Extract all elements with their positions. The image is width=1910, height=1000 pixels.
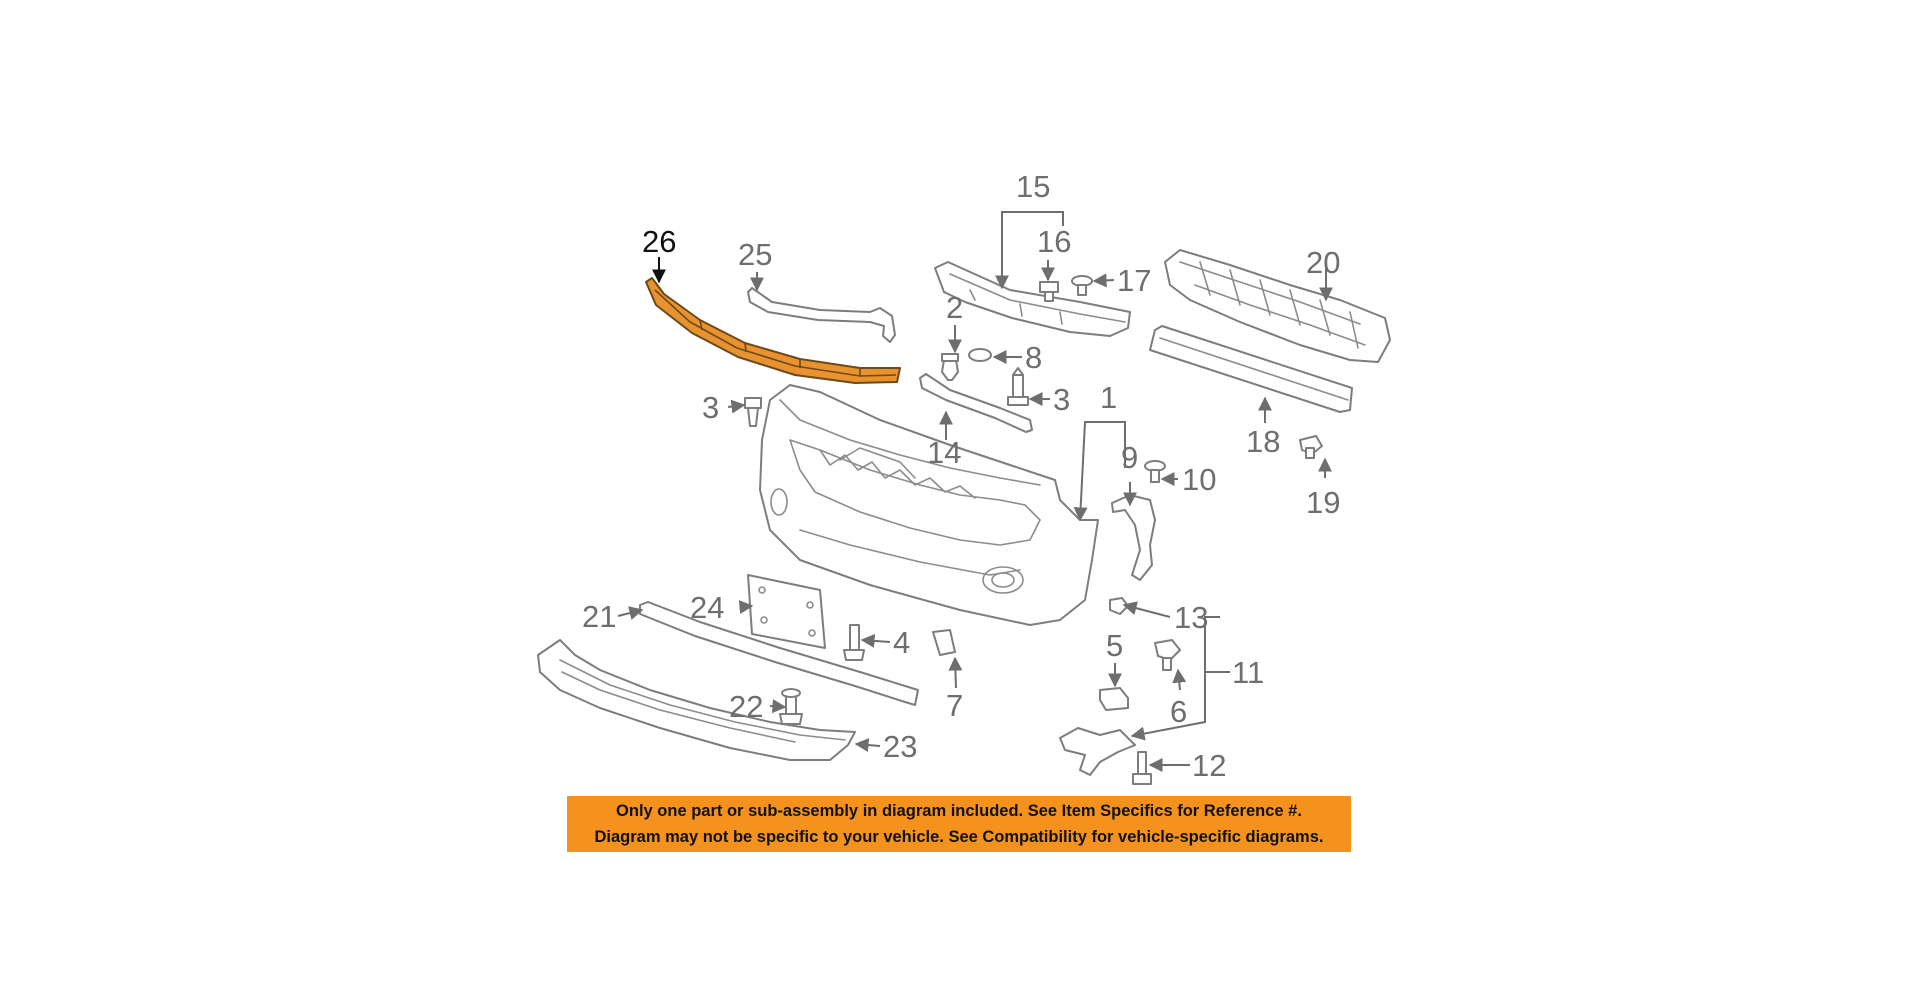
callout-1: 1 (1100, 380, 1117, 415)
fastener-4-bolt (843, 624, 865, 661)
callout-12: 12 (1192, 748, 1226, 783)
part-1-bumper-cover (759, 384, 1099, 626)
disclaimer-line-2: Diagram may not be specific to your vehi… (594, 828, 1324, 846)
part-26-lower-trim-strip[interactable] (645, 277, 901, 384)
callout-19: 19 (1306, 485, 1340, 520)
part-18-impact-bar (1149, 325, 1353, 413)
fastener-17-pushpin (1071, 275, 1093, 296)
fastener-8-clip (968, 348, 992, 362)
callout-5: 5 (1106, 628, 1123, 663)
callout-3-right: 3 (1053, 382, 1070, 417)
callout-17: 17 (1117, 263, 1151, 298)
fastener-3-pushpin-right (1007, 367, 1029, 406)
leader-lines (617, 211, 1333, 772)
callout-13: 13 (1174, 600, 1208, 635)
callout-11: 11 (1232, 655, 1264, 690)
callout-8: 8 (1025, 340, 1042, 375)
callout-15: 15 (1016, 169, 1050, 204)
callout-2: 2 (946, 290, 963, 325)
part-21-lower-strip (639, 601, 919, 706)
callout-3-left: 3 (702, 390, 719, 425)
disclaimer-banner: Only one part or sub-assembly in diagram… (567, 796, 1351, 852)
callout-16: 16 (1037, 224, 1071, 259)
fastener-5-nut (1099, 687, 1129, 711)
callout-labels: 26 25 15 16 17 2 8 3 3 20 18 14 1 9 10 1… (582, 169, 1340, 783)
disclaimer-line-1: Only one part or sub-assembly in diagram… (616, 802, 1302, 820)
part-9-bracket (1111, 494, 1156, 581)
callout-10: 10 (1182, 462, 1216, 497)
callout-25: 25 (738, 237, 772, 272)
part-14-molding (919, 373, 1033, 433)
part-15-upper-cover (934, 261, 1131, 337)
callout-22: 22 (729, 689, 763, 724)
fastener-19-bolt (1299, 435, 1323, 459)
callout-26: 26 (642, 224, 676, 259)
fastener-12-bolt (1132, 751, 1152, 785)
fastener-16-pushpin (1039, 281, 1059, 302)
part-24-license-bracket (747, 574, 826, 649)
callout-4: 4 (893, 625, 910, 660)
callout-18: 18 (1246, 424, 1280, 459)
fastener-2-pushpin (941, 353, 959, 381)
part-11-bracket (1059, 727, 1136, 776)
part-25-upper-trim (747, 287, 896, 343)
fastener-3-pushpin-left (744, 397, 762, 427)
fastener-10-pushpin (1144, 460, 1166, 483)
part-23-air-dam (537, 639, 856, 761)
callout-7: 7 (946, 688, 963, 723)
callout-9: 9 (1121, 440, 1138, 475)
callout-20: 20 (1306, 245, 1340, 280)
fastener-7-clip (932, 629, 956, 656)
callout-24: 24 (690, 590, 724, 625)
callout-14: 14 (927, 435, 961, 470)
callout-23: 23 (883, 729, 917, 764)
fastener-6-bolt (1154, 639, 1181, 671)
callout-6: 6 (1170, 694, 1187, 729)
callout-21: 21 (582, 599, 616, 634)
part-20-energy-absorber (1164, 249, 1391, 363)
fastener-22-bolt (779, 688, 803, 725)
